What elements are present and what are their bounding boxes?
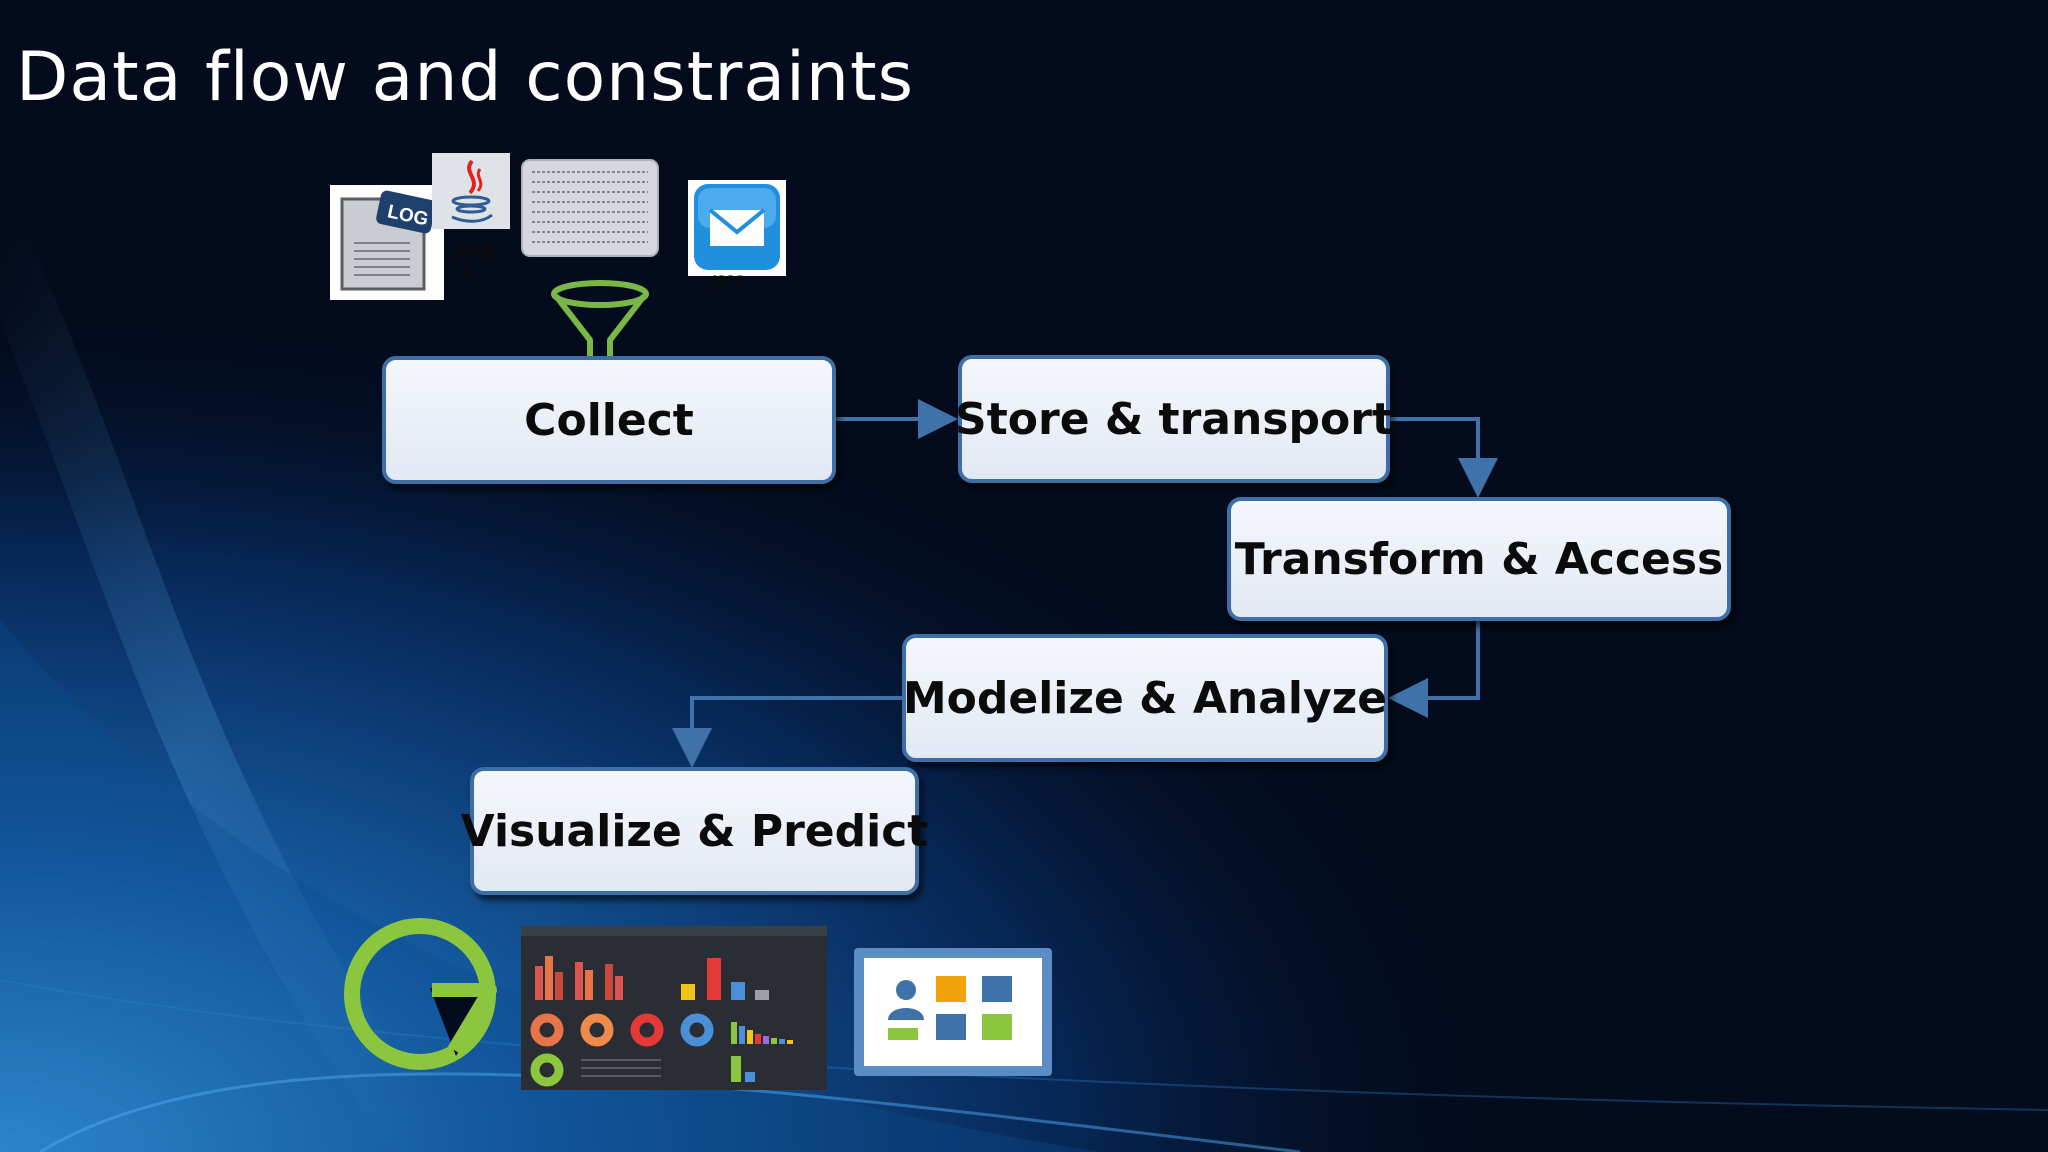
binary-data-icon [521,159,659,257]
stage-transform-access[interactable]: Transform & Access [1227,497,1731,621]
mail-icon [688,180,786,276]
mini-bars-red [535,956,623,1000]
slide-title: Data flow and constraints [16,38,915,117]
arrow-transform-to-modelize [1388,621,1480,718]
dashboard-app-icon [854,948,1052,1076]
log-file-icon: LOG [330,185,444,300]
jmx-label: JMX [452,240,495,264]
arrow-store-to-transform [1390,417,1498,498]
stage-collect[interactable]: Collect [382,356,836,484]
jmx-sublabel: 4 [462,262,474,281]
jms-label: JMS [712,272,746,291]
stage-visualize-predict[interactable]: Visualize & Predict [461,767,928,895]
stage-modelize-analyze[interactable]: Modelize & Analyze [902,634,1388,762]
dashboard-screenshot-icon [521,926,827,1090]
java-icon [432,153,510,229]
mini-bars-bright [681,958,769,1000]
qlik-logo-icon [344,918,498,1070]
stage-store-transport[interactable]: Store & transport [955,355,1393,483]
arrow-modelize-to-visualize [672,696,902,768]
